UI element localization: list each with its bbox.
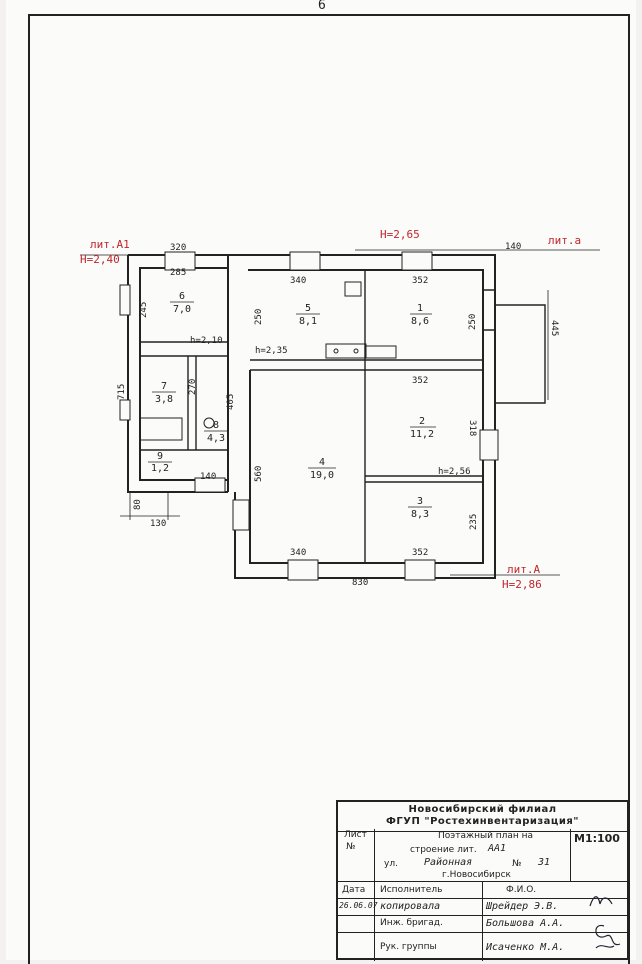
dim-830: 830 <box>352 578 368 588</box>
dim-405: 405 <box>226 394 236 410</box>
org-header: Новосибирский филиал ФГУП "Ростехинвента… <box>338 802 627 832</box>
room-3-area: 8,3 <box>411 509 429 520</box>
dim-715: 715 <box>117 384 127 400</box>
fio-3: Исаченко М.А. <box>486 942 565 953</box>
dim-560: 560 <box>254 466 264 482</box>
room-9-area: 1,2 <box>151 463 169 474</box>
dim-270: 270 <box>188 379 198 395</box>
sheet-number-label: № <box>346 842 356 852</box>
lit-a-small-label: лит.а <box>548 234 581 247</box>
room-4-area: 19,0 <box>310 470 334 481</box>
lit-a1-height: H=2,40 <box>80 253 120 266</box>
room-2-area: 11,2 <box>410 429 434 440</box>
lit-A-height: H=2,86 <box>502 578 542 591</box>
lit-A-label: лит.А <box>507 563 540 576</box>
outer-wall-main <box>227 254 496 579</box>
org-name-2: ФГУП "Ростехинвентаризация" <box>386 816 579 827</box>
dim-352-mid: 352 <box>412 376 428 386</box>
height-235: h=2,35 <box>255 346 288 356</box>
room-1-num: 1 <box>417 303 423 314</box>
page-number: 6 <box>318 0 326 13</box>
city: г.Новосибирск <box>442 870 511 880</box>
dim-340-bottom: 340 <box>290 548 306 558</box>
room-1-area: 8,6 <box>411 316 429 327</box>
structure-label: строение лит. <box>410 845 477 855</box>
sheet-label: Лист <box>344 830 367 840</box>
dim-250-right: 250 <box>468 314 478 330</box>
room-5-area: 8,1 <box>299 316 317 327</box>
room-7-num: 7 <box>161 381 167 392</box>
room-7-area: 3,8 <box>155 394 173 405</box>
room-8-area: 4,3 <box>207 433 225 444</box>
dim-340-top: 340 <box>290 276 306 286</box>
role-3: Рук. группы <box>380 942 437 952</box>
col-executor: Исполнитель <box>380 885 443 895</box>
street-value: Районная <box>424 857 473 868</box>
lit-a1-label: лит.А1 <box>90 238 130 251</box>
height-210: h=2,10 <box>190 336 223 346</box>
dim-140-top: 140 <box>505 242 521 252</box>
dim-285: 285 <box>170 268 186 278</box>
dim-318: 318 <box>467 420 477 436</box>
room-8-num: 8 <box>213 420 219 431</box>
height-256: h=2,56 <box>438 467 471 477</box>
org-name-1: Новосибирский филиал <box>408 804 557 815</box>
fio-1: Шрейдер Э.В. <box>486 901 559 912</box>
role-1: копировала <box>380 901 441 912</box>
dim-80: 80 <box>133 499 143 510</box>
role-2: Инж. бригад. <box>380 918 443 928</box>
house-number-value: 31 <box>538 857 551 868</box>
house-number-label: № <box>512 859 522 869</box>
dim-130: 130 <box>150 519 166 529</box>
dim-245: 245 <box>139 302 149 318</box>
structure-value: АА1 <box>488 843 507 854</box>
main-height: H=2,65 <box>380 228 420 241</box>
col-fio: Ф.И.О. <box>506 885 537 895</box>
dim-352-bottom: 352 <box>412 548 428 558</box>
room-4-num: 4 <box>319 457 325 468</box>
dim-250-left: 250 <box>254 309 264 325</box>
dim-320: 320 <box>170 243 186 253</box>
room-3-num: 3 <box>417 496 423 507</box>
room-2-num: 2 <box>419 416 425 427</box>
street-label: ул. <box>384 859 398 869</box>
room-5-num: 5 <box>305 303 311 314</box>
room-6-num: 6 <box>179 291 185 302</box>
scale: М1:100 <box>574 832 620 845</box>
doc-title: Поэтажный план на <box>438 831 534 841</box>
room-6-area: 7,0 <box>173 304 191 315</box>
room-9-num: 9 <box>157 451 163 462</box>
drawing-frame <box>28 14 630 964</box>
signature-marks <box>589 896 621 949</box>
col-date: Дата <box>342 885 366 895</box>
date-value: 26.06.07 <box>339 901 378 910</box>
title-block: Новосибирский филиал ФГУП "Ростехинвента… <box>336 800 629 961</box>
dim-235: 235 <box>469 514 479 530</box>
dim-352-top: 352 <box>412 276 428 286</box>
dim-445: 445 <box>549 320 559 336</box>
fio-2: Большова А.А. <box>486 918 565 929</box>
dim-140-bottom: 140 <box>200 472 216 482</box>
